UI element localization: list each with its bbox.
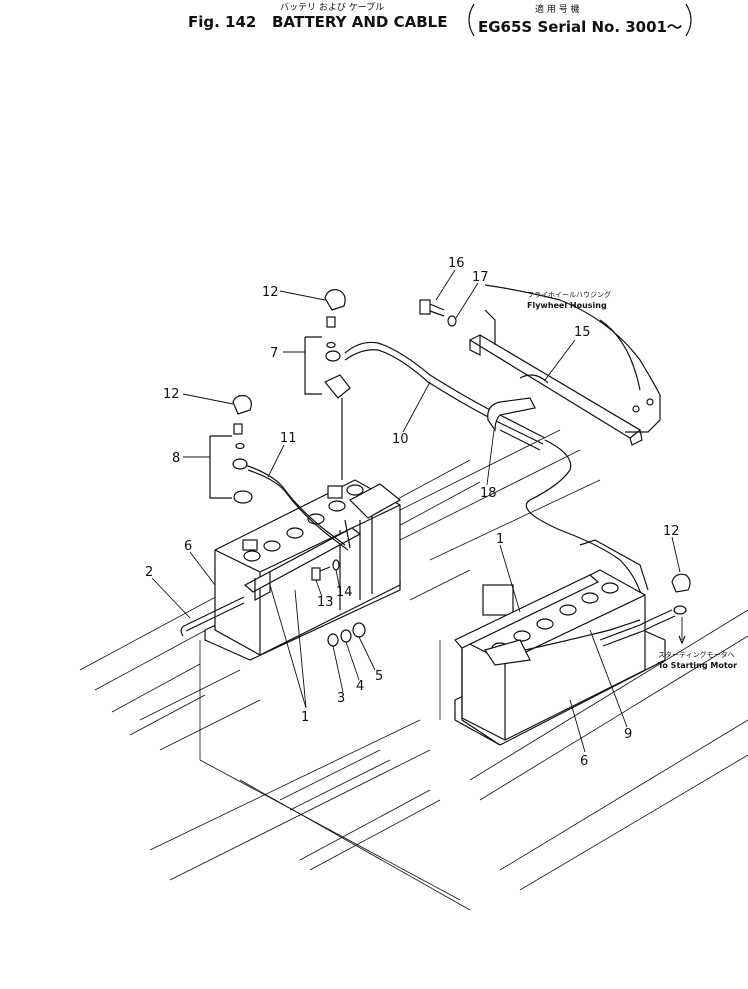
hardware-3-4-5 [327, 622, 366, 647]
note-flywheel-en: Flywheel Housing [527, 301, 607, 310]
callout-16: 16 [448, 256, 465, 271]
header-jp-title: バッテリ および ケーブル [280, 1, 384, 13]
terminal-cover-12-left [232, 395, 252, 415]
flywheel-housing [484, 284, 661, 433]
terminal-cover-12-right [671, 573, 691, 593]
figure-title: BATTERY AND CABLE [272, 13, 447, 31]
cable-to-right-battery [525, 439, 649, 611]
callout-6-left: 6 [184, 539, 192, 554]
callout-13: 13 [317, 595, 334, 610]
note-starter-en: To Starting Motor [658, 661, 737, 670]
callouts: 16 17 15 12 7 10 12 8 11 18 6 2 13 14 5 … [145, 256, 680, 769]
callout-9: 9 [624, 727, 632, 742]
callout-1-right: 1 [496, 532, 504, 547]
ground-strap-15 [468, 334, 643, 446]
serial-range: EG65S Serial No. 3001～ [478, 18, 682, 36]
terminal-cover-12-top [324, 289, 346, 311]
callout-7: 7 [270, 346, 278, 361]
note-starter-jp: スターティングモータへ [658, 650, 735, 659]
callout-10: 10 [392, 432, 409, 447]
battery-right [454, 569, 666, 746]
callout-5: 5 [375, 669, 383, 684]
cable-10 [304, 316, 546, 480]
header: バッテリ および ケーブル Fig. 142 BATTERY AND CABLE… [188, 1, 692, 37]
callout-14: 14 [336, 585, 353, 600]
battery-left [204, 479, 402, 661]
frame-rails [79, 429, 748, 911]
serial-close-paren [685, 3, 692, 37]
figure-label: Fig. 142 [188, 13, 256, 31]
callout-4: 4 [356, 679, 364, 694]
cable-9 [599, 605, 687, 647]
callout-12-left: 12 [163, 387, 180, 402]
header-jp-applicable: 適 用 号 機 [535, 3, 580, 15]
battery-left-caps [242, 484, 364, 562]
callout-11: 11 [280, 431, 297, 446]
callout-15: 15 [574, 325, 591, 340]
battery-right-caps [482, 582, 619, 654]
callout-6-right: 6 [580, 754, 588, 769]
callout-12-top: 12 [262, 285, 279, 300]
callout-3: 3 [337, 691, 345, 706]
tie-rod-2 [180, 596, 245, 637]
callout-18: 18 [480, 486, 497, 501]
callout-8: 8 [172, 451, 180, 466]
clamp-18 [487, 397, 541, 451]
serial-open-paren [468, 3, 475, 37]
callout-1-left: 1 [301, 710, 309, 725]
leader-lines [151, 269, 681, 753]
callout-12-right: 12 [663, 524, 680, 539]
callout-17: 17 [472, 270, 489, 285]
note-flywheel-jp: フライホイールハウジング [527, 290, 611, 299]
callout-2: 2 [145, 565, 153, 580]
bolt-16 [419, 299, 445, 317]
cable-11 [209, 423, 349, 551]
washer-14 [332, 559, 340, 571]
washer-17 [447, 315, 457, 327]
